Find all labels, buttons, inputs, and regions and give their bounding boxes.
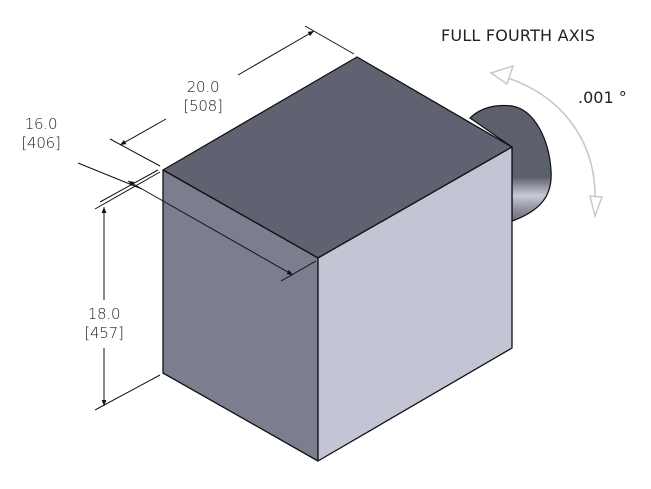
depth-dimension-label: 16.0 [406]: [16, 115, 66, 153]
depth-mm: [406]: [21, 134, 61, 152]
dimension-line: [127, 180, 143, 190]
extension-line: [280, 260, 317, 282]
extension-line: [304, 25, 355, 55]
dimension-line: [77, 162, 143, 190]
width-dimension: [109, 25, 355, 167]
extension-line: [109, 138, 161, 167]
extension-line: [99, 169, 159, 203]
arrowhead-top-icon: [489, 64, 515, 86]
height-dimension: [94, 171, 161, 411]
cube-right-face: [317, 146, 513, 462]
height-dimension-label: 18.0 [457]: [79, 305, 129, 343]
height-mm: [457]: [84, 324, 124, 342]
width-dimension-label: 20.0 [508]: [178, 78, 228, 116]
extension-line: [94, 374, 161, 411]
fourth-axis-cylinder: [469, 104, 552, 222]
extension-line: [94, 171, 161, 210]
dimension-line: [237, 30, 315, 76]
rotation-accuracy-label: .001 °: [578, 88, 627, 107]
cube-body: [162, 56, 513, 462]
width-inches: 20.0: [186, 78, 220, 96]
rotation-arrow: [489, 64, 604, 219]
depth-dimension: [77, 162, 317, 282]
dimension-line: [141, 188, 294, 276]
arrowhead-bottom-icon: [589, 195, 604, 219]
dimension-line: [119, 118, 167, 146]
width-mm: [508]: [183, 97, 223, 115]
depth-inches: 16.0: [24, 115, 58, 133]
height-inches: 18.0: [87, 305, 121, 323]
title-label: FULL FOURTH AXIS: [441, 26, 596, 45]
